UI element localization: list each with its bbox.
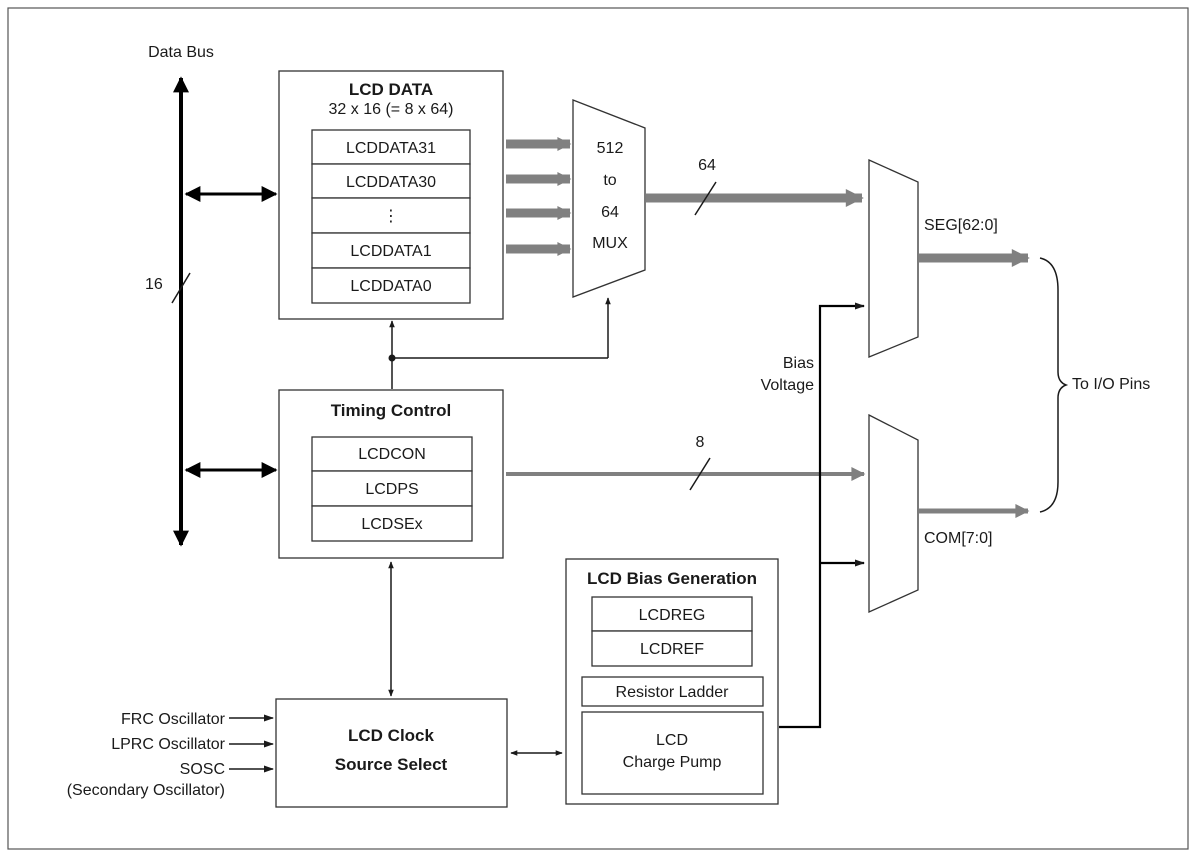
lcd-data-register — [311, 232, 471, 269]
seg-width-slash — [694, 181, 717, 216]
junction-dot — [388, 354, 396, 362]
bias-voltage-label-2: Voltage — [761, 377, 814, 394]
mux-label-1: 512 — [597, 140, 624, 157]
charge-pump-label-2: Charge Pump — [623, 754, 722, 771]
frc-oscillator-label: FRC Oscillator — [121, 711, 226, 728]
lcd-data-register-label: LCDDATA31 — [346, 140, 436, 157]
bias-register — [591, 630, 753, 667]
lcd-data-register-label: LCDDATA0 — [350, 278, 431, 295]
timing-register-label: LCDCON — [358, 446, 426, 463]
timing-register — [311, 436, 473, 472]
bias-register-label: LCDREG — [639, 607, 706, 624]
charge-pump-label-1: LCD — [656, 732, 688, 749]
com-width-slash — [689, 457, 711, 491]
lcd-data-title: LCD DATA — [349, 80, 433, 99]
mux-512-to-64 — [572, 99, 646, 298]
bias-voltage-label-1: Bias — [783, 355, 814, 372]
timing-control-title: Timing Control — [331, 401, 452, 420]
bus-width-slash — [171, 272, 191, 304]
sosc-full-label: (Secondary Oscillator) — [67, 782, 225, 799]
com-driver — [868, 413, 919, 614]
lcd-clock-source-select — [275, 698, 508, 808]
lcd-data-register — [311, 267, 471, 304]
lcd-data-register-label: LCDDATA1 — [350, 243, 431, 260]
lprc-oscillator-label: LPRC Oscillator — [111, 736, 225, 753]
lcd-data-register-label: LCDDATA30 — [346, 174, 436, 191]
io-pins-brace — [1039, 257, 1069, 513]
mux-label-4: MUX — [592, 235, 628, 252]
outer-frame — [7, 7, 1189, 850]
lcd-data-register-label: ⋮ — [383, 208, 399, 225]
bias-generation-title: LCD Bias Generation — [587, 569, 757, 588]
seg-width-label: 64 — [698, 157, 716, 174]
seg-output-label: SEG[62:0] — [924, 217, 998, 234]
lcd-data-subtitle: 32 x 16 (= 8 x 64) — [329, 101, 454, 118]
to-io-pins-label: To I/O Pins — [1072, 376, 1150, 393]
bus-width-label: 16 — [145, 276, 163, 293]
lcd-data-register — [311, 197, 471, 234]
com-output-label: COM[7:0] — [924, 530, 992, 547]
bias-register — [591, 596, 753, 632]
data-bus-label: Data Bus — [148, 44, 214, 61]
clock-select-title-2: Source Select — [335, 755, 448, 774]
timing-register-label: LCDPS — [365, 481, 418, 498]
timing-register — [311, 505, 473, 542]
mux-label-3: 64 — [601, 204, 619, 221]
seg-driver — [868, 158, 919, 358]
bias-register-label: LCDREF — [640, 641, 704, 658]
charge-pump-box — [581, 711, 764, 795]
resistor-ladder-label: Resistor Ladder — [616, 684, 730, 701]
clock-select-title-1: LCD Clock — [348, 726, 435, 745]
mux-label-2: to — [603, 172, 616, 189]
com-width-label: 8 — [696, 434, 705, 451]
sosc-label: SOSC — [180, 761, 225, 778]
bias-voltage-to-seg — [779, 302, 865, 729]
timing-register-label: LCDSEx — [361, 516, 422, 533]
resistor-ladder-box — [581, 676, 764, 707]
